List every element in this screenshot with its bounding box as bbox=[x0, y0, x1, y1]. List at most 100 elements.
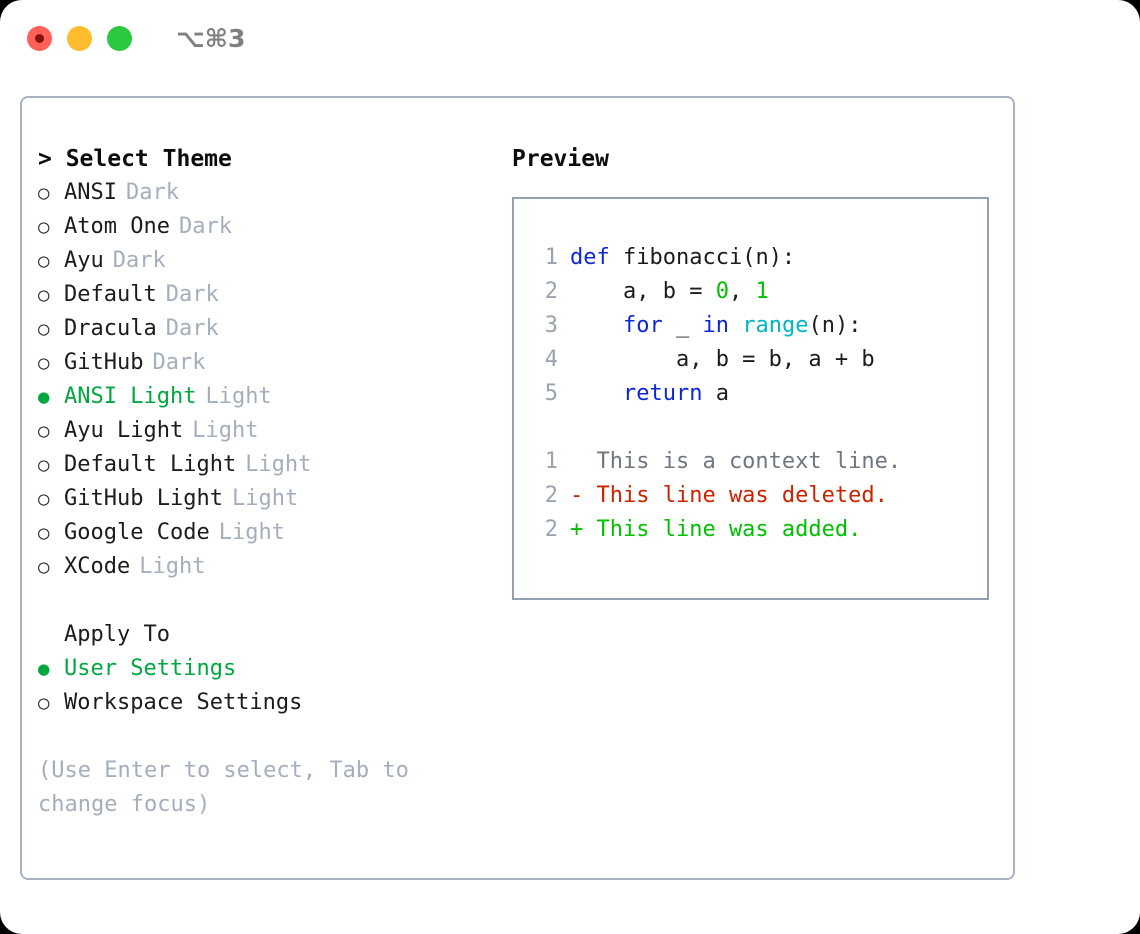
code-line: 3 for _ in range(n): bbox=[530, 309, 987, 343]
apply-to-options-list[interactable]: ● User Settings ○ Workspace Settings bbox=[38, 652, 488, 720]
code-token-num: 1 bbox=[755, 279, 769, 304]
diff-line-ctx: 1 This is a context line. bbox=[530, 445, 987, 479]
theme-option-atom-one[interactable]: ○ Atom One Dark bbox=[38, 210, 488, 244]
code-token-plain bbox=[570, 313, 623, 338]
theme-option-github-light[interactable]: ○ GitHub Light Light bbox=[38, 482, 488, 516]
theme-option-variant: Light bbox=[245, 452, 312, 477]
diff-line-add: 2 + This line was added. bbox=[530, 513, 987, 547]
close-button-icon[interactable] bbox=[27, 25, 52, 51]
code-line-text: def fibonacci(n): bbox=[570, 241, 795, 275]
radio-unselected-icon: ○ bbox=[38, 182, 50, 204]
radio-unselected-icon: ○ bbox=[38, 692, 50, 714]
radio-unselected-icon: ○ bbox=[38, 318, 50, 340]
theme-option-label: Atom One bbox=[64, 214, 170, 239]
theme-option-label: GitHub Light bbox=[64, 486, 223, 511]
apply-to-option-workspace-settings[interactable]: ○ Workspace Settings bbox=[38, 686, 488, 720]
radio-unselected-icon: ○ bbox=[38, 488, 50, 510]
theme-option-ayu[interactable]: ○ Ayu Dark bbox=[38, 244, 488, 278]
diff-line-text: - This line was deleted. bbox=[570, 483, 888, 508]
radio-unselected-icon: ○ bbox=[38, 284, 50, 306]
code-token-kw: def bbox=[570, 245, 610, 270]
code-token-plain bbox=[570, 381, 623, 406]
theme-option-variant: Dark bbox=[178, 214, 232, 239]
line-number: 4 bbox=[544, 347, 558, 372]
spacer bbox=[38, 584, 488, 618]
code-line: 2 a, b = 0, 1 bbox=[530, 275, 987, 309]
theme-option-variant: Light bbox=[218, 520, 285, 545]
theme-option-variant: Dark bbox=[152, 350, 206, 375]
theme-option-label: Dracula bbox=[64, 316, 157, 341]
theme-option-xcode[interactable]: ○ XCode Light bbox=[38, 550, 488, 584]
radio-unselected-icon: ○ bbox=[38, 522, 50, 544]
theme-option-label: ANSI bbox=[64, 180, 117, 205]
theme-option-label: ANSI Light bbox=[64, 384, 197, 409]
line-number: 3 bbox=[544, 313, 558, 338]
theme-option-label: Default bbox=[64, 282, 157, 307]
theme-option-github[interactable]: ○ GitHub Dark bbox=[38, 346, 488, 380]
code-token-kw: for bbox=[622, 313, 663, 338]
radio-unselected-icon: ○ bbox=[38, 556, 50, 578]
theme-option-google-code[interactable]: ○ Google Code Light bbox=[38, 516, 488, 550]
title-bar: ⌥⌘3 bbox=[0, 0, 1140, 76]
radio-unselected-icon: ○ bbox=[38, 352, 50, 374]
theme-option-label: GitHub bbox=[64, 350, 144, 375]
code-token-kw: in bbox=[702, 313, 729, 338]
line-number: 2 bbox=[544, 483, 558, 508]
theme-option-variant: Dark bbox=[112, 248, 166, 273]
spacer bbox=[530, 411, 987, 445]
radio-unselected-icon: ○ bbox=[38, 420, 50, 442]
apply-to-heading: Apply To bbox=[64, 622, 170, 647]
theme-option-variant: Dark bbox=[165, 282, 219, 307]
apply-to-option-user-settings[interactable]: ● User Settings bbox=[38, 652, 488, 686]
keyboard-hint-text: (Use Enter to select, Tab to change focu… bbox=[38, 758, 409, 817]
select-theme-heading: > Select Theme bbox=[38, 146, 232, 172]
radio-selected-icon: ● bbox=[38, 658, 50, 680]
code-token-plain: a, b = bbox=[570, 279, 716, 304]
code-token-plain: a bbox=[702, 381, 729, 406]
theme-option-label: Ayu bbox=[64, 248, 104, 273]
theme-option-label: Default Light bbox=[64, 452, 237, 477]
radio-unselected-icon: ○ bbox=[38, 216, 50, 238]
line-number: 2 bbox=[544, 279, 558, 304]
theme-option-label: XCode bbox=[64, 554, 131, 579]
code-token-plain bbox=[729, 313, 742, 338]
maximize-button-icon[interactable] bbox=[107, 25, 132, 51]
code-token-plain: (n): bbox=[808, 313, 862, 338]
code-line-text: for _ in range(n): bbox=[570, 309, 861, 343]
theme-option-variant: Light bbox=[139, 554, 206, 579]
theme-option-default[interactable]: ○ Default Dark bbox=[38, 278, 488, 312]
radio-unselected-icon: ○ bbox=[38, 250, 50, 272]
code-token-num: 0 bbox=[715, 279, 729, 304]
theme-option-default-light[interactable]: ○ Default Light Light bbox=[38, 448, 488, 482]
code-token-plain: _ bbox=[662, 313, 703, 338]
apply-to-option-label: Workspace Settings bbox=[64, 690, 303, 715]
diff-line-text: + This line was added. bbox=[570, 517, 862, 542]
line-number: 1 bbox=[544, 245, 558, 270]
keyboard-shortcut-label: ⌥⌘3 bbox=[176, 23, 246, 53]
diff-line-del: 2 - This line was deleted. bbox=[530, 479, 987, 513]
code-line: 1 def fibonacci(n): bbox=[530, 241, 987, 275]
code-token-fn: range bbox=[742, 313, 809, 338]
code-token-plain: a, b = b, a + b bbox=[570, 347, 875, 372]
theme-option-label: Google Code bbox=[64, 520, 210, 545]
minimize-button-icon[interactable] bbox=[67, 25, 92, 51]
diff-sample: 1 This is a context line. 2 - This line wa… bbox=[530, 445, 987, 547]
code-line: 4 a, b = b, a + b bbox=[530, 343, 987, 377]
code-token-kw: return bbox=[622, 381, 703, 406]
line-number: 2 bbox=[544, 517, 558, 542]
apply-to-option-label: User Settings bbox=[64, 656, 237, 681]
diff-line-text: This is a context line. bbox=[570, 449, 902, 474]
theme-option-label: Ayu Light bbox=[64, 418, 184, 443]
code-line-text: return a bbox=[570, 377, 729, 411]
theme-option-variant: Light bbox=[231, 486, 299, 511]
radio-unselected-icon: ○ bbox=[38, 454, 50, 476]
